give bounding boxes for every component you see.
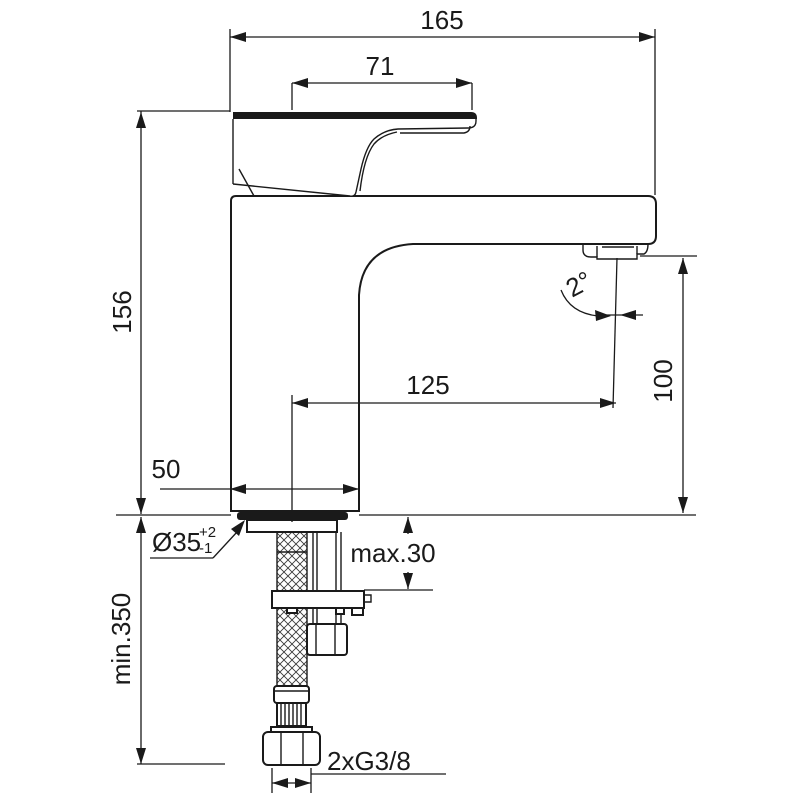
mounting-bracket bbox=[271, 590, 372, 616]
hose-end-fitting bbox=[262, 685, 321, 766]
faucet-outline bbox=[230, 112, 657, 766]
dim-min-clearance: min.350 bbox=[106, 517, 225, 765]
faucet-body bbox=[230, 195, 657, 512]
dim-spout-reach: 125 bbox=[292, 370, 616, 408]
dim-total-width-label: 165 bbox=[420, 5, 463, 35]
dim-outlet-height: 100 bbox=[640, 255, 697, 513]
dim-deck-thickness-label: max.30 bbox=[350, 538, 435, 568]
callout-connection: 2xG3/8 bbox=[271, 746, 446, 793]
dim-handle-projection-label: 71 bbox=[366, 51, 395, 81]
dim-spout-reach-label: 125 bbox=[406, 370, 449, 400]
hole-tolerance-minus-label: -1 bbox=[199, 540, 212, 557]
stud-hex-nut bbox=[306, 623, 348, 656]
dim-overall-height: 156 bbox=[107, 110, 230, 514]
lever-handle bbox=[232, 112, 477, 197]
callout-hole-diameter: Ø35 +2 -1 bbox=[150, 520, 245, 559]
dim-total-width: 165 bbox=[229, 5, 656, 195]
callout-hole-diameter-label: Ø35 bbox=[152, 527, 201, 557]
hole-tolerance-plus-label: +2 bbox=[199, 524, 216, 541]
spout-axis-line bbox=[612, 257, 618, 409]
callout-connection-label: 2xG3/8 bbox=[327, 746, 411, 776]
dim-overall-height-label: 156 bbox=[107, 290, 137, 333]
dim-min-clearance-label: min.350 bbox=[106, 593, 136, 686]
g38-hex-nut bbox=[262, 731, 321, 766]
outlet-angle-annotation: 2° bbox=[560, 257, 643, 409]
dim-outlet-height-label: 100 bbox=[648, 359, 678, 402]
dim-handle-projection: 71 bbox=[291, 51, 473, 110]
dim-outlet-angle-label: 2° bbox=[561, 265, 597, 303]
aerator-outlet bbox=[582, 243, 649, 260]
dim-base-width: 50 bbox=[152, 454, 359, 494]
handle-top-edge bbox=[233, 112, 477, 119]
dim-deck-thickness: max.30 bbox=[350, 517, 436, 591]
dim-base-width-label: 50 bbox=[152, 454, 181, 484]
